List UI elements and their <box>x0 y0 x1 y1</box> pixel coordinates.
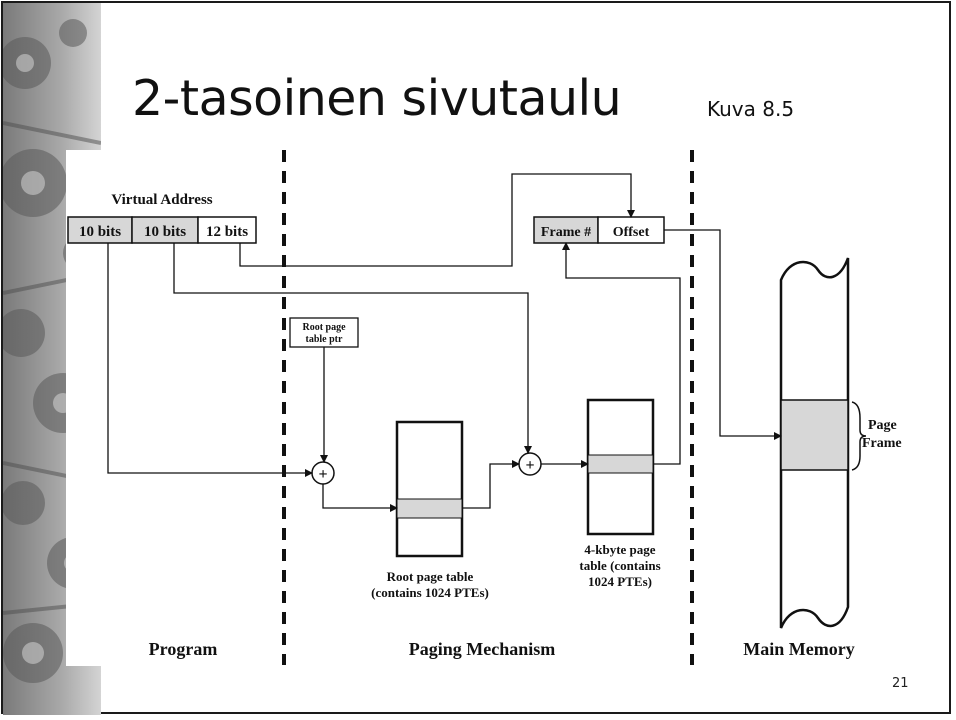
adder-symbol: + <box>525 457 534 474</box>
page-frame-label: Page <box>868 418 897 433</box>
region-label: Main Memory <box>743 639 854 659</box>
va-field-label: 10 bits <box>144 224 186 240</box>
root-page-table-entry <box>397 499 462 518</box>
pa-offset-label: Offset <box>613 225 650 240</box>
pa-frame-label: Frame # <box>541 225 591 240</box>
root-page-table <box>397 422 462 556</box>
page-table-caption: table (contains <box>579 558 660 573</box>
page-table-entry <box>588 455 653 473</box>
virtual-address-heading: Virtual Address <box>111 192 212 208</box>
page-frame-block <box>781 400 848 470</box>
root-table-caption: Root page table <box>387 569 474 584</box>
va-field-label: 10 bits <box>79 224 121 240</box>
region-label: Program <box>149 639 218 659</box>
root-table-caption: (contains 1024 PTEs) <box>371 585 489 600</box>
page-number: 21 <box>892 676 909 691</box>
page-table-caption: 1024 PTEs) <box>588 574 652 589</box>
region-label: Paging Mechanism <box>409 639 556 659</box>
root-ptr-label: Root page <box>302 322 346 333</box>
root-ptr-label: table ptr <box>306 334 344 345</box>
page-table-caption: 4-kbyte page <box>584 542 655 557</box>
page-frame-label: Frame <box>862 436 902 451</box>
adder-symbol: + <box>318 466 327 483</box>
va-field-label: 12 bits <box>206 224 248 240</box>
